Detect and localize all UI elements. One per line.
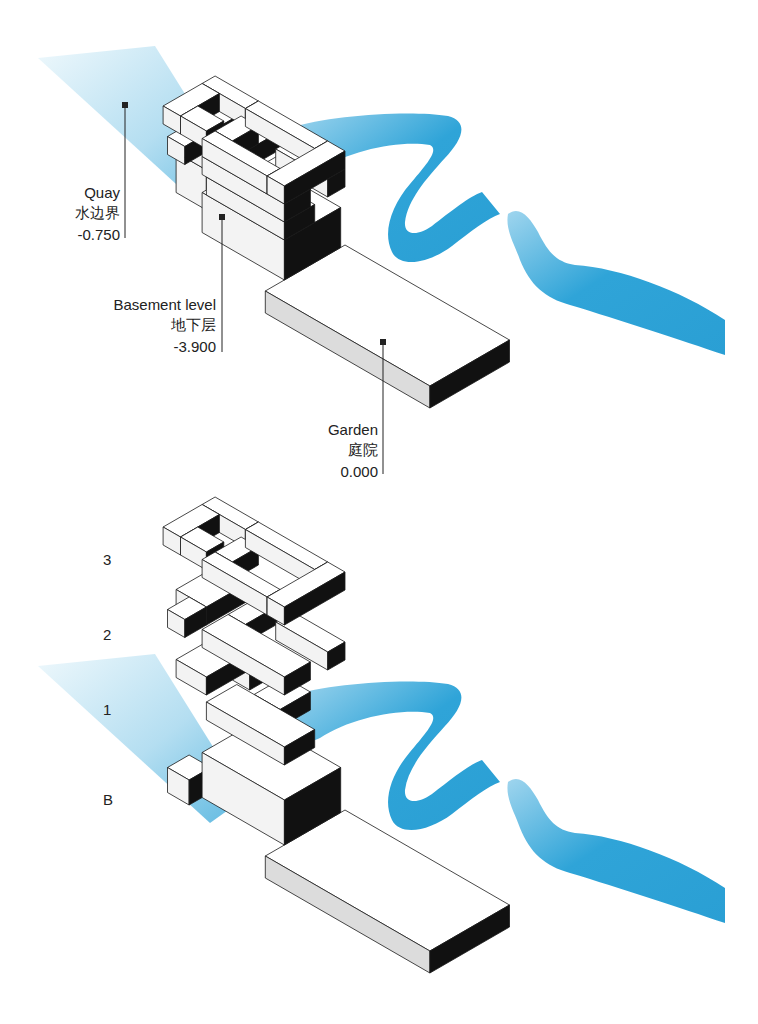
level-value: -0.750: [77, 226, 120, 244]
leader-dot: [122, 102, 128, 108]
level-value: -3.900: [173, 338, 216, 356]
river: [507, 211, 725, 355]
building-model: [163, 76, 509, 408]
face-right: [284, 768, 340, 846]
volume: [202, 615, 310, 696]
face-left: [202, 753, 284, 846]
river: [507, 779, 725, 923]
face-left: [267, 597, 284, 625]
leader-line: [222, 218, 223, 352]
callout-label: Garden: [328, 421, 378, 439]
leader-dot: [219, 214, 225, 220]
face-left: [168, 768, 190, 806]
face-left: [265, 291, 430, 408]
volume: [206, 685, 314, 766]
face-left: [168, 610, 185, 638]
callout-label: 水边界: [75, 204, 120, 222]
face-left: [202, 560, 267, 616]
callout-label: 地下层: [171, 316, 216, 334]
leader-dot: [380, 339, 386, 345]
face-left: [176, 660, 206, 696]
face-left: [163, 527, 180, 555]
volume: [168, 597, 207, 638]
face-left: [206, 702, 284, 765]
face-right: [284, 662, 310, 695]
face-left: [168, 137, 185, 165]
face-right: [430, 340, 510, 408]
volume: [267, 562, 345, 625]
volume: [267, 141, 345, 204]
leader-lines: [122, 102, 386, 474]
face-left: [163, 106, 180, 134]
floor-number: B: [103, 791, 113, 809]
level-value: 0.000: [340, 463, 378, 481]
face-left: [202, 630, 284, 696]
leader-line: [125, 106, 126, 238]
face-left: [267, 176, 284, 204]
face-right: [430, 905, 510, 973]
exploded-model: [163, 497, 509, 973]
callout-label: 庭院: [348, 441, 378, 459]
callout-label: Basement level: [113, 296, 216, 314]
face-left: [202, 139, 267, 195]
face-right: [284, 572, 345, 625]
face-right: [284, 730, 314, 766]
floor-number: 1: [103, 701, 111, 719]
face-right: [328, 642, 345, 670]
face-right: [284, 151, 345, 204]
face-left: [265, 856, 430, 973]
floor-number: 2: [103, 626, 111, 644]
leader-line: [383, 343, 384, 474]
floor-number: 3: [103, 551, 111, 569]
callout-label: Quay: [84, 184, 120, 202]
